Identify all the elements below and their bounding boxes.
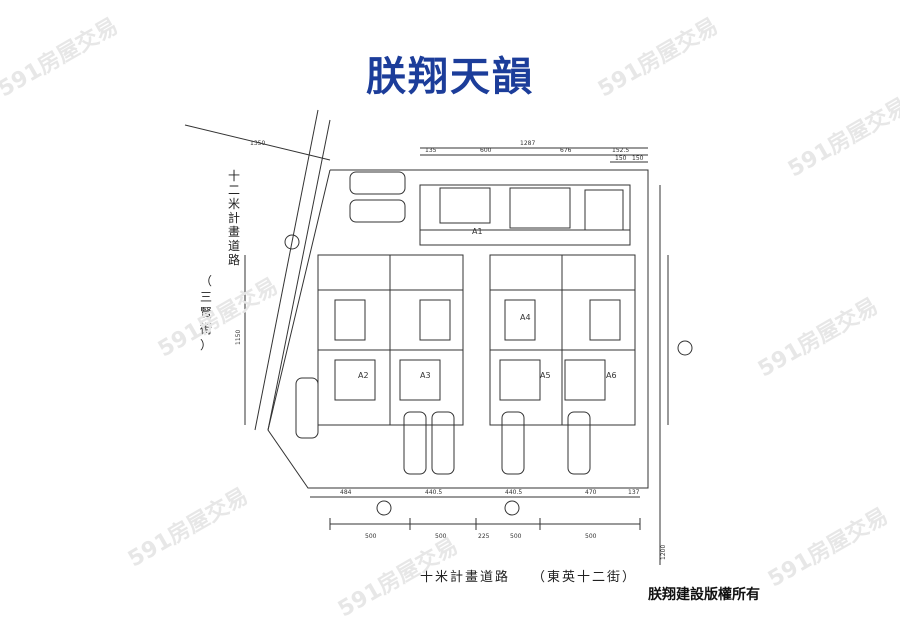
dim-lower-2: 500: [435, 533, 447, 540]
left-road-char: 米: [228, 197, 240, 211]
site-boundary: [267, 169, 649, 489]
left-road-char: 路: [228, 252, 240, 267]
dim-bottom-1: 484: [340, 489, 352, 496]
car-parking-7: [567, 411, 591, 475]
car-parking-2: [349, 199, 406, 223]
left-road-char: （: [200, 274, 212, 288]
left-road-char: 十: [228, 169, 240, 183]
car-parking-1: [349, 171, 406, 195]
dim-lower-5: 500: [585, 533, 597, 540]
bottom-road-alias: （東英十二街）: [532, 570, 638, 585]
dim-left-height: 1150: [235, 330, 242, 345]
dim-top-part-1: 135: [425, 147, 437, 154]
copyright-notice: 朕翔建設版權所有: [648, 587, 760, 603]
dim-lower-3: 225: [478, 533, 490, 540]
left-road-char: 計: [228, 210, 240, 225]
dim-left-top: 1350: [250, 140, 265, 147]
page-title: 朕翔天韻: [366, 54, 534, 100]
left-road-char: 三: [200, 290, 212, 304]
left-road-label: 十二米計畫道路 （ 三賢街 ）: [200, 169, 240, 352]
bottom-road-label: 十米計畫道路 （東英十二街）: [420, 566, 659, 585]
dim-top-right-2: 150: [632, 155, 644, 162]
dim-right-total: 1200: [660, 545, 667, 560]
car-parking-6: [501, 411, 525, 475]
dim-bottom-5: 137: [628, 489, 640, 496]
unit-label-a4: A4: [520, 313, 531, 322]
car-parking-3: [295, 377, 319, 439]
unit-label-a2: A2: [358, 371, 369, 380]
dim-lower-4: 500: [510, 533, 522, 540]
car-parking-4: [403, 411, 427, 475]
car-parking-5: [431, 411, 455, 475]
left-road-char: 街: [200, 322, 212, 336]
left-road-char: 道: [228, 239, 240, 253]
left-road-char: 二: [228, 183, 240, 197]
dim-top-total: 1287: [520, 140, 535, 147]
dim-top-part-3: 676: [560, 147, 572, 154]
dim-top-part-2: 600: [480, 147, 492, 154]
dim-bottom-3: 440.5: [505, 489, 522, 496]
dim-bottom-2: 440.5: [425, 489, 442, 496]
left-road-char: 畫: [228, 224, 240, 239]
unit-label-a5: A5: [540, 371, 551, 380]
left-road-char: 賢: [200, 306, 212, 320]
dim-top-right-1: 150: [615, 155, 627, 162]
svg-text:十二米計畫道路（三賢街）: 十二米計畫道路 （ 三賢街 ）: [200, 169, 240, 352]
bottom-road-name: 十米計畫道路: [420, 570, 511, 585]
unit-label-a6: A6: [606, 371, 617, 380]
unit-label-a3: A3: [420, 371, 431, 380]
dim-lower-1: 500: [365, 533, 377, 540]
unit-label-a1: A1: [472, 227, 483, 236]
dim-bottom-4: 470: [585, 489, 597, 496]
unit-a1-block: [419, 184, 631, 246]
left-road-char: ）: [200, 338, 212, 352]
dim-top-part-4: 152.5: [612, 147, 629, 154]
